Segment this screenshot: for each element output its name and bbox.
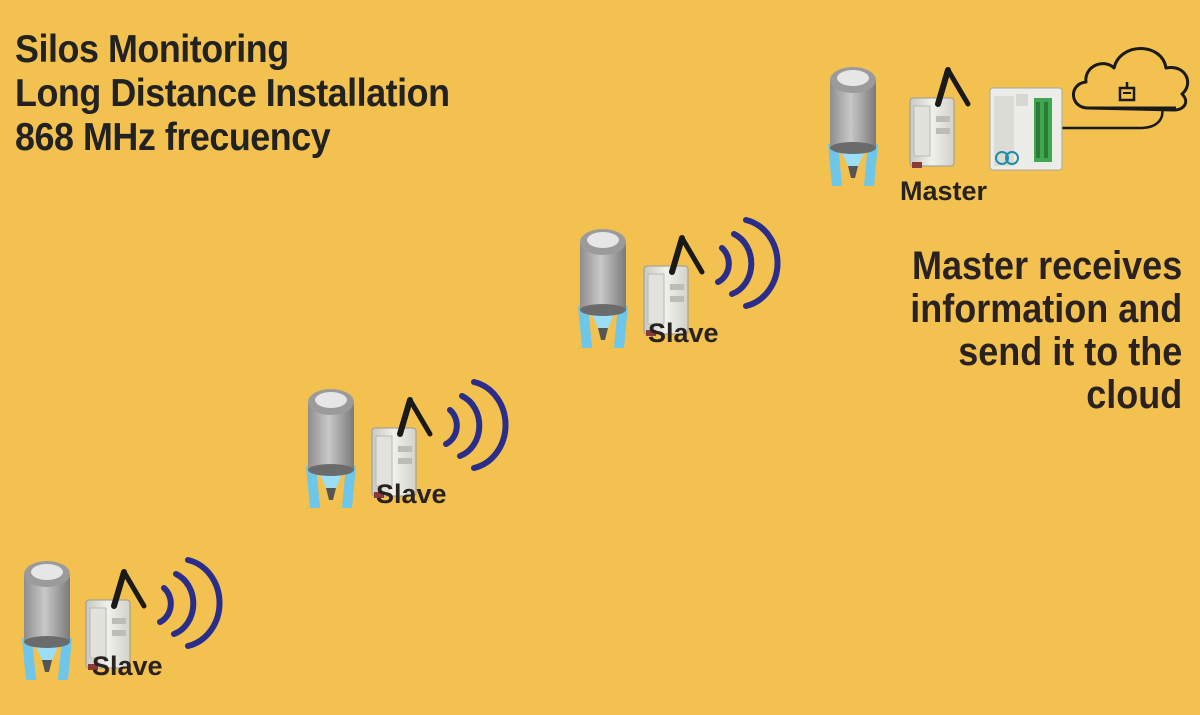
silo-icon xyxy=(306,389,356,508)
master-node-graphic xyxy=(828,67,1166,186)
slave-label-3: Slave xyxy=(648,318,719,348)
radio-waves-icon xyxy=(446,382,506,468)
slave-label-1: Slave xyxy=(92,651,163,681)
silo-icon xyxy=(578,229,628,348)
plc-controller-icon xyxy=(989,87,1063,171)
title-line-1: Silos Monitoring xyxy=(15,28,289,71)
title-line-3: 868 MHz frecuency xyxy=(15,116,331,159)
master-label: Master xyxy=(900,176,988,206)
connection-cable xyxy=(1060,95,1166,130)
radio-module-icon xyxy=(910,70,968,168)
radio-waves-icon xyxy=(160,560,220,646)
title-line-2: Long Distance Installation xyxy=(15,72,450,115)
master-description-line-1: Master receives xyxy=(911,244,1182,288)
silo-icon xyxy=(828,67,878,186)
master-node xyxy=(828,66,1198,201)
title-block: Silos Monitoring Long Distance Installat… xyxy=(15,28,487,160)
master-description: Master receives information and send it … xyxy=(880,245,1182,417)
radio-waves-icon xyxy=(718,220,778,306)
master-description-line-3: send it to the xyxy=(957,330,1182,374)
slave-label-2: Slave xyxy=(376,479,447,509)
silo-icon xyxy=(22,561,72,680)
master-description-line-2: information and xyxy=(910,287,1182,331)
master-description-line-4: cloud xyxy=(1085,373,1182,417)
cloud-icon xyxy=(1072,47,1189,112)
